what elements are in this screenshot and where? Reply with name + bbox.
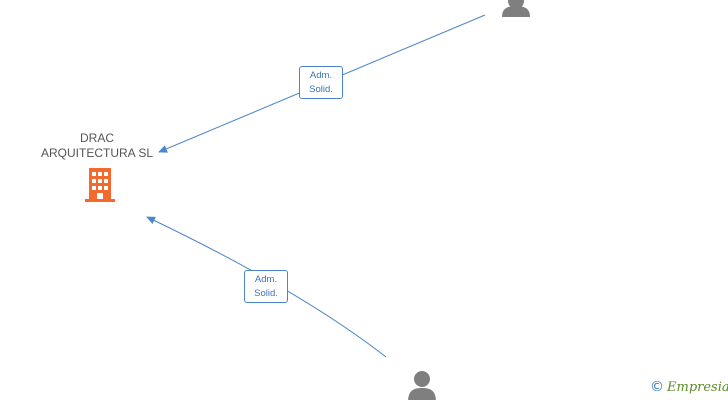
brand-name: Empresia (667, 380, 728, 395)
company-name[interactable]: DRAC ARQUITECTURA SL (22, 131, 172, 161)
role-label-line2: Solid. (254, 288, 278, 299)
company-name-line2: ARQUITECTURA SL (40, 146, 154, 160)
role-label-top[interactable]: Adm. Solid. (299, 66, 343, 99)
brand-logo: ©Empresia (650, 379, 728, 395)
person-icon[interactable] (407, 370, 437, 400)
copyright-icon: © (650, 379, 664, 395)
role-label-line1: Adm. (254, 274, 278, 285)
role-label-bottom[interactable]: Adm. Solid. (244, 270, 288, 303)
role-label-line2: Solid. (309, 84, 333, 95)
role-label-line1: Adm. (309, 70, 333, 81)
person-icon[interactable] (501, 0, 531, 17)
building-icon[interactable] (84, 168, 116, 202)
company-name-line1: DRAC (79, 131, 114, 145)
